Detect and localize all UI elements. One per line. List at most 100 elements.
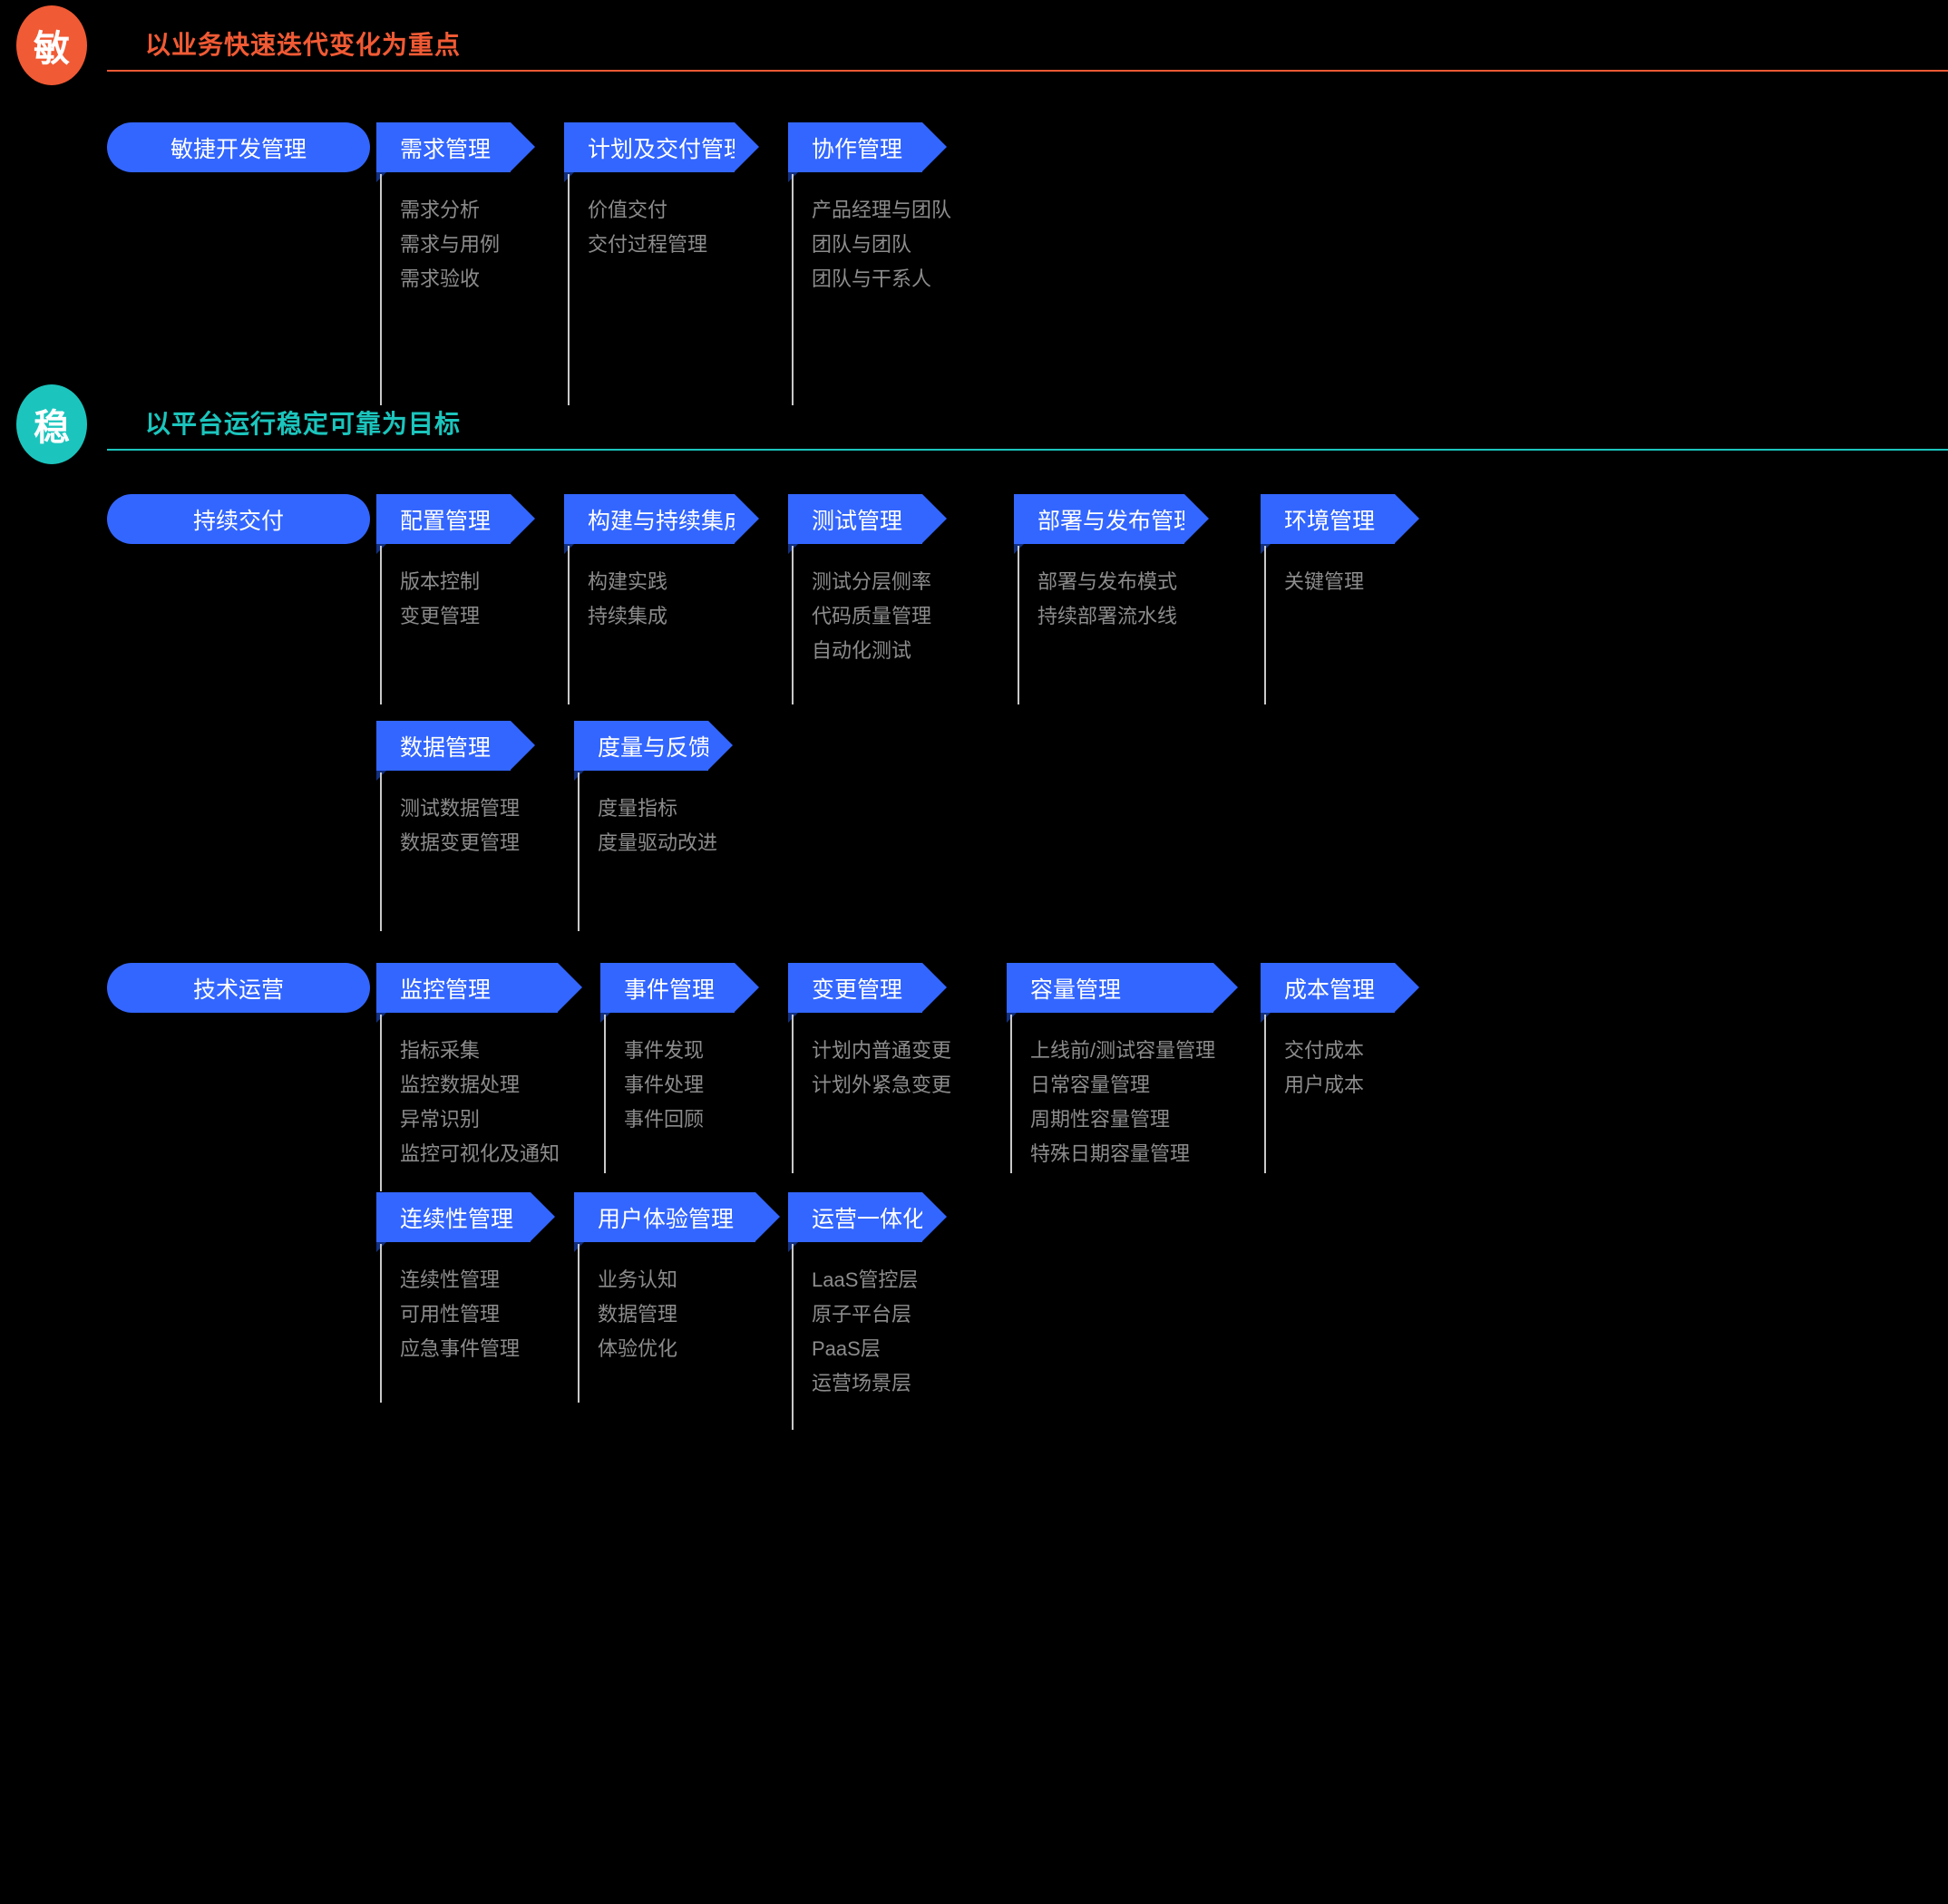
chain-arrow-icon xyxy=(329,969,352,1007)
chevron-label[interactable]: 环境管理 xyxy=(1261,494,1419,554)
list-item: 价值交付 xyxy=(588,199,668,221)
list-item: 事件回顾 xyxy=(624,1108,705,1131)
chevron-group: 变更管理计划内普通变更计划外紧急变更 xyxy=(788,963,951,1173)
chevron-stem-line xyxy=(380,1015,382,1191)
chevron-stem-line xyxy=(380,174,382,405)
chevron-item-list: 测试数据管理数据变更管理 xyxy=(400,792,520,860)
chevron-point-icon xyxy=(511,721,535,770)
chevron-stem-line xyxy=(792,174,794,405)
chevron-group: 测试管理测试分层侧率代码质量管理自动化测试 xyxy=(788,494,947,704)
chevron-point-icon xyxy=(1213,963,1238,1012)
chevron-group: 协作管理产品经理与团队团队与团队团队与干系人 xyxy=(788,122,951,405)
chevron-item-list: 连续性管理可用性管理应急事件管理 xyxy=(400,1263,520,1366)
chevron-label[interactable]: 运营一体化 xyxy=(788,1192,947,1252)
chevron-label[interactable]: 部署与发布管理 xyxy=(1014,494,1209,554)
chevron-label[interactable]: 监控管理 xyxy=(376,963,582,1023)
section-title-1: 以业务快速迭代变化为重点 xyxy=(145,31,462,59)
list-item: 原子平台层 xyxy=(812,1303,912,1326)
list-item: 交付过程管理 xyxy=(588,233,708,256)
chevron-stem-line xyxy=(792,546,794,704)
chevron-label[interactable]: 连续性管理 xyxy=(376,1192,555,1252)
chevron-point-icon xyxy=(511,494,535,543)
chevron-point-icon xyxy=(708,721,733,770)
chevron-point-icon xyxy=(922,1192,947,1241)
chevron-item-list: 度量指标度量驱动改进 xyxy=(598,792,717,860)
chevron-stem-line xyxy=(1010,1015,1012,1173)
list-item: 需求验收 xyxy=(400,267,481,290)
chevron-item-list: 关键管理 xyxy=(1284,565,1364,599)
chevron-label[interactable]: 度量与反馈 xyxy=(574,721,733,781)
chain-arrow-icon xyxy=(329,129,352,167)
chevron-stem-line xyxy=(792,1244,794,1430)
section-header-1: 敏 以业务快速迭代变化为重点 xyxy=(0,0,1948,100)
list-item: 关键管理 xyxy=(1284,570,1365,593)
list-item: 异常识别 xyxy=(400,1108,481,1131)
chevron-point-icon xyxy=(531,1192,555,1241)
list-item: 度量驱动改进 xyxy=(598,831,718,854)
chevron-label[interactable]: 计划及交付管理 xyxy=(564,122,759,182)
list-item: 周期性容量管理 xyxy=(1030,1108,1171,1131)
chevron-group: 环境管理关键管理 xyxy=(1261,494,1419,704)
chain-start-pill[interactable]: 技术运营 xyxy=(107,963,370,1013)
list-item: 计划内普通变更 xyxy=(812,1039,952,1062)
chevron-stem-line xyxy=(1264,546,1266,704)
list-item: 需求分析 xyxy=(400,199,481,221)
chevron-item-list: 业务认知数据管理体验优化 xyxy=(598,1263,677,1366)
list-item: 日常容量管理 xyxy=(1030,1073,1151,1096)
chevron-point-icon xyxy=(1395,494,1419,543)
chevron-label[interactable]: 容量管理 xyxy=(1007,963,1238,1023)
chevron-item-list: 构建实践持续集成 xyxy=(588,565,667,634)
chain-start-pill[interactable]: 持续交付 xyxy=(107,494,370,544)
chevron-item-list: 价值交付交付过程管理 xyxy=(588,193,707,262)
chevron-label[interactable]: 测试管理 xyxy=(788,494,947,554)
chevron-point-icon xyxy=(922,494,947,543)
chevron-label[interactable]: 构建与持续集成 xyxy=(564,494,759,554)
list-item: 部署与发布模式 xyxy=(1037,570,1178,593)
chevron-stem-line xyxy=(380,1244,382,1403)
section-divider-1 xyxy=(107,70,1948,72)
chevron-group: 部署与发布管理部署与发布模式持续部署流水线 xyxy=(1014,494,1209,704)
chevron-group: 需求管理需求分析需求与用例需求验收 xyxy=(376,122,535,405)
chevron-point-icon xyxy=(735,963,759,1012)
chevron-point-icon xyxy=(735,122,759,171)
chevron-label[interactable]: 配置管理 xyxy=(376,494,535,554)
chevron-label[interactable]: 事件管理 xyxy=(600,963,759,1023)
chevron-label[interactable]: 数据管理 xyxy=(376,721,535,781)
chevron-point-icon xyxy=(922,963,947,1012)
chevron-group: 事件管理事件发现事件处理事件回顾 xyxy=(600,963,759,1173)
list-item: 事件发现 xyxy=(624,1039,705,1062)
list-item: 测试分层侧率 xyxy=(812,570,932,593)
chevron-group: 用户体验管理业务认知数据管理体验优化 xyxy=(574,1192,780,1403)
list-item: 监控可视化及通知 xyxy=(400,1142,560,1165)
chevron-label[interactable]: 用户体验管理 xyxy=(574,1192,780,1252)
chevron-stem-line xyxy=(578,772,580,931)
section-title-2: 以平台运行稳定可靠为目标 xyxy=(145,410,462,438)
chain-start-pill[interactable]: 敏捷开发管理 xyxy=(107,122,370,172)
chevron-point-icon xyxy=(511,122,535,171)
list-item: 产品经理与团队 xyxy=(812,199,952,221)
list-item: 版本控制 xyxy=(400,570,481,593)
list-item: 需求与用例 xyxy=(400,233,501,256)
chevron-group: 数据管理测试数据管理数据变更管理 xyxy=(376,721,535,931)
chevron-label[interactable]: 成本管理 xyxy=(1261,963,1419,1023)
chevron-group: 成本管理交付成本用户成本 xyxy=(1261,963,1419,1173)
list-item: 交付成本 xyxy=(1284,1039,1365,1062)
chevron-label[interactable]: 协作管理 xyxy=(788,122,947,182)
chevron-item-list: 部署与发布模式持续部署流水线 xyxy=(1037,565,1177,634)
chevron-label[interactable]: 需求管理 xyxy=(376,122,535,182)
chain-arrow-icon xyxy=(329,500,352,539)
chevron-point-icon xyxy=(1184,494,1209,543)
chevron-point-icon xyxy=(1395,963,1419,1012)
section-badge-1: 敏 xyxy=(16,5,87,85)
list-item: 测试数据管理 xyxy=(400,797,521,820)
list-item: 监控数据处理 xyxy=(400,1073,521,1096)
chevron-point-icon xyxy=(922,122,947,171)
chevron-item-list: 测试分层侧率代码质量管理自动化测试 xyxy=(812,565,931,668)
list-item: 团队与干系人 xyxy=(812,267,932,290)
chevron-label[interactable]: 变更管理 xyxy=(788,963,947,1023)
chevron-item-list: 指标采集监控数据处理异常识别监控可视化及通知 xyxy=(400,1034,560,1171)
chevron-stem-line xyxy=(1264,1015,1266,1173)
chevron-item-list: 需求分析需求与用例需求验收 xyxy=(400,193,500,296)
